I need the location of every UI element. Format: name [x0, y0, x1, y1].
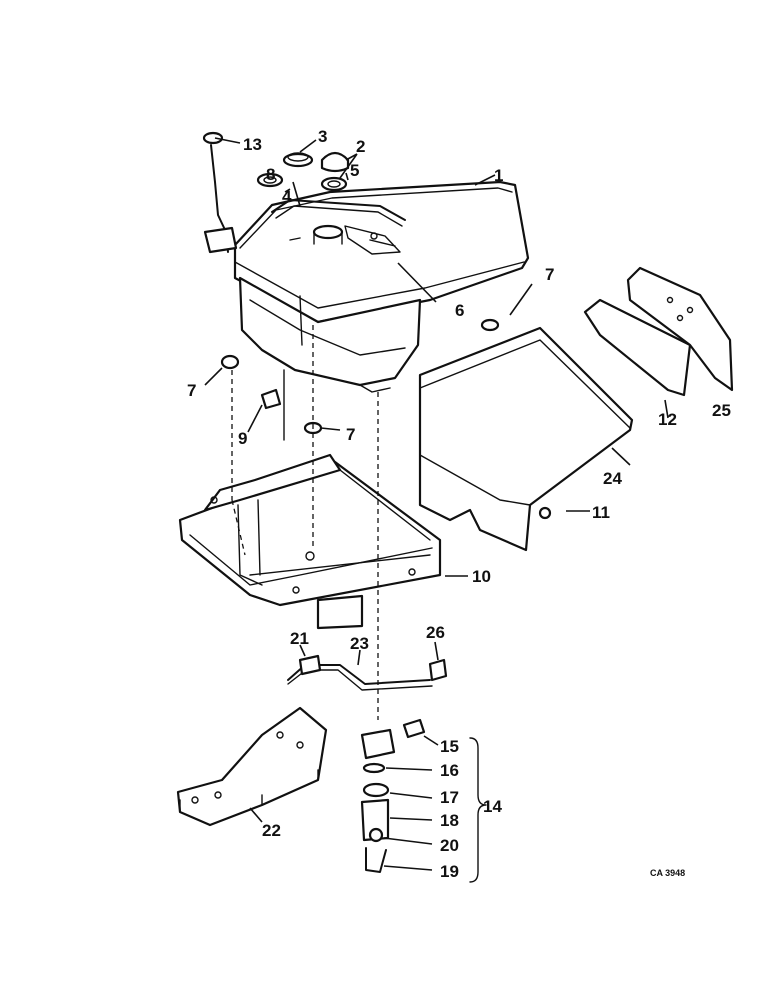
- callout-2: 2: [356, 137, 365, 156]
- callout-7-left: 7: [187, 381, 196, 400]
- tank-support-frame: [178, 453, 442, 630]
- callout-24: 24: [603, 469, 622, 488]
- callout-1: 1: [494, 166, 503, 185]
- callout-19: 19: [440, 862, 459, 881]
- callout-25: 25: [712, 401, 731, 420]
- callout-13: 13: [243, 135, 262, 154]
- callout-9: 9: [238, 429, 247, 448]
- callout-26: 26: [426, 623, 445, 642]
- callout-21: 21: [290, 629, 309, 648]
- callout-15: 15: [440, 737, 459, 756]
- leader-lines: [204, 137, 669, 871]
- callout-6: 6: [455, 301, 464, 320]
- callout-17: 17: [440, 788, 459, 807]
- rear-panels: [583, 266, 734, 397]
- side-shield: [418, 326, 634, 552]
- callout-11: 11: [592, 503, 610, 522]
- assembly-bracket: [469, 737, 487, 883]
- callout-7-top: 7: [545, 265, 554, 284]
- assembly-lines: [231, 325, 379, 720]
- callout-5: 5: [350, 161, 359, 180]
- callout-3: 3: [318, 127, 327, 146]
- callout-12: 12: [658, 410, 677, 429]
- callout-22: 22: [262, 821, 281, 840]
- fuel-sender: [202, 131, 238, 254]
- fuel-tank: [233, 180, 530, 441]
- filler-caps: [256, 151, 350, 192]
- callout-8: 8: [266, 165, 275, 184]
- callout-4: 4: [282, 187, 292, 206]
- mounting-plate: [176, 706, 328, 827]
- callout-23: 23: [350, 634, 369, 653]
- fuel-filter-assembly: [360, 718, 426, 873]
- callout-14: 14: [483, 797, 502, 816]
- callout-20: 20: [440, 836, 459, 855]
- callout-7-bottom: 7: [346, 425, 355, 444]
- callout-10: 10: [472, 567, 491, 586]
- callout-labels: 1 2 3 4 5 6 7 7 7 8 9 10 11 12 13 14 15 …: [187, 127, 731, 881]
- tank-bracket-and-line: [271, 199, 406, 255]
- callout-18: 18: [440, 811, 459, 830]
- callout-16: 16: [440, 761, 459, 780]
- drawing-code: CA 3948: [650, 868, 685, 878]
- fuel-supply-line: [287, 654, 448, 691]
